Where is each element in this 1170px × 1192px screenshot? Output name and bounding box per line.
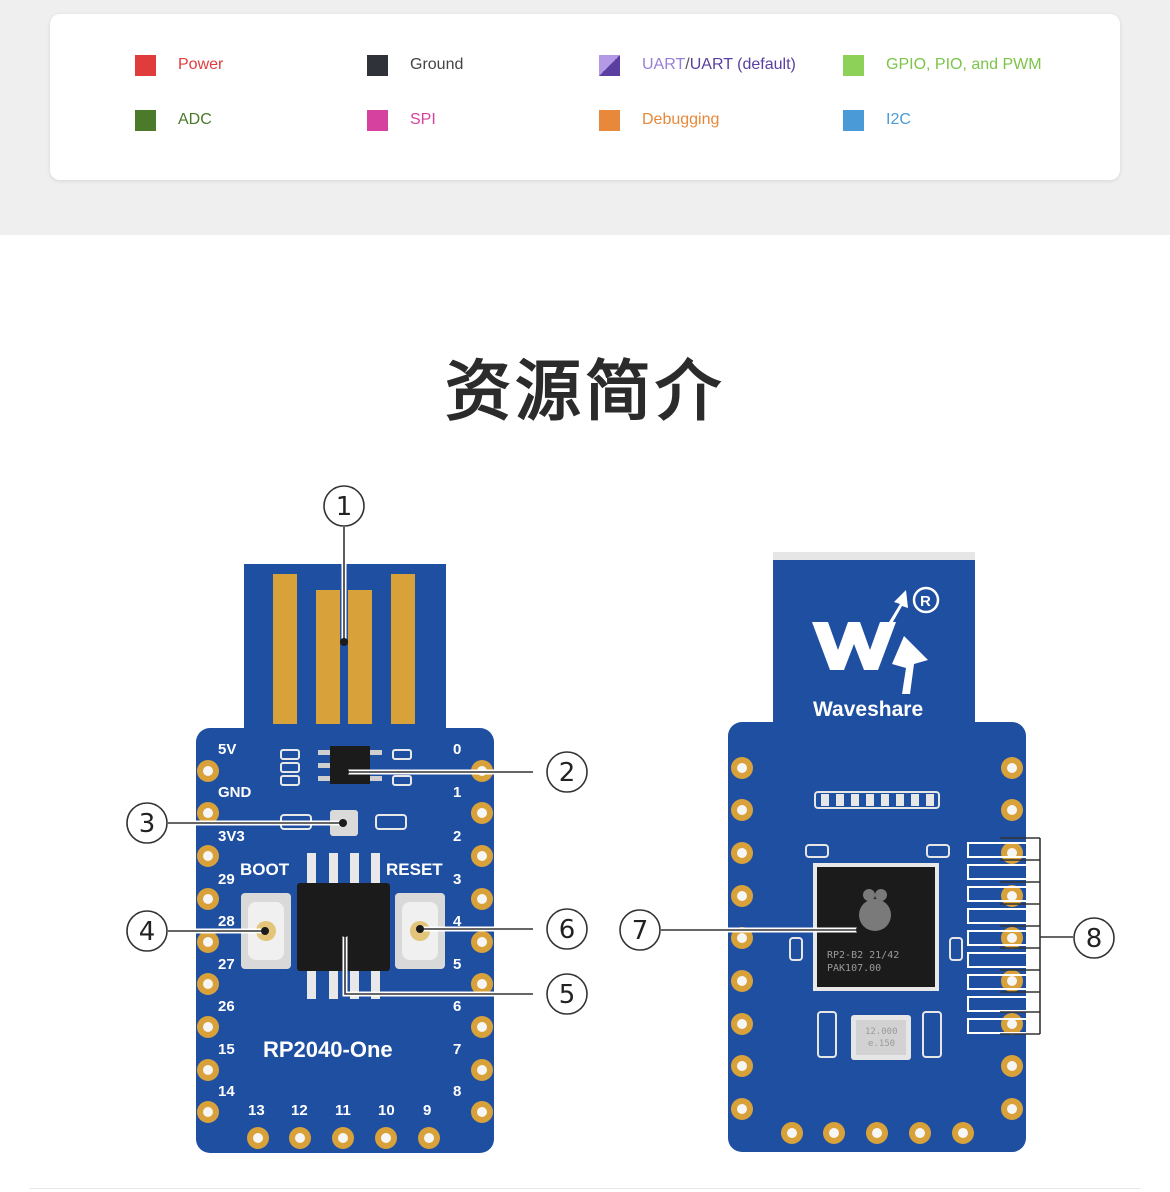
legend-label: Debugging xyxy=(642,111,720,128)
waveshare-logo: R Waveshare xyxy=(812,586,940,721)
pin-label: 10 xyxy=(378,1102,395,1119)
brand-text: Waveshare xyxy=(813,698,923,721)
svg-text:1: 1 xyxy=(336,492,353,522)
callout-1: 1 xyxy=(323,485,365,527)
back-board: R Waveshare RP2-B2 21/42 PAK107.00 xyxy=(728,552,1035,1152)
back-test-pads xyxy=(967,842,1035,1034)
raspberry-pi-icon xyxy=(859,899,891,931)
chip-marking: RP2-B2 21/42 xyxy=(827,950,899,961)
legend-label-uart-default: UART (default) xyxy=(689,56,796,73)
front-right-pads xyxy=(471,760,493,1123)
legend-label: SPI xyxy=(410,111,436,128)
bottom-divider xyxy=(30,1188,1140,1189)
callout-6: 6 xyxy=(546,908,588,950)
callout-4: 4 xyxy=(126,910,168,952)
regulator-chip xyxy=(330,746,370,784)
svg-text:8: 8 xyxy=(1086,924,1103,954)
pin-label: 8 xyxy=(453,1083,461,1100)
legend-label: Ground xyxy=(410,56,464,73)
callout-7: 7 xyxy=(619,909,661,951)
legend-i2c: I2C xyxy=(843,108,911,132)
front-board: 5V GND 3V3 29 28 27 26 15 14 0 1 2 3 4 5… xyxy=(196,564,494,1153)
crystal-marking: e.150 xyxy=(868,1039,895,1049)
pin-label: 5 xyxy=(453,956,461,973)
usb-contact xyxy=(391,574,415,724)
board-name: RP2040-One xyxy=(263,1037,393,1062)
callout-dots xyxy=(261,638,864,937)
pin-label: 29 xyxy=(218,871,235,888)
callout-2: 2 xyxy=(546,751,588,793)
pin-label: 15 xyxy=(218,1041,235,1058)
pin-label: 11 xyxy=(335,1102,351,1119)
boot-label: BOOT xyxy=(240,860,290,879)
legend-spi: SPI xyxy=(367,108,436,132)
usb-contact xyxy=(273,574,297,724)
pin-label: 5V xyxy=(218,741,236,758)
gpio-swatch xyxy=(843,54,864,76)
crystal: 12.000 e.150 xyxy=(851,1015,911,1060)
callout-3: 3 xyxy=(126,802,168,844)
pin-legend: Power Ground UART / UART (default) GPIO,… xyxy=(50,14,1120,180)
pin-label: 4 xyxy=(453,913,462,930)
legend-label: ADC xyxy=(178,111,212,128)
pin-label: 28 xyxy=(218,913,235,930)
legend-label-sep: / xyxy=(685,56,690,73)
svg-text:4: 4 xyxy=(139,917,156,947)
svg-text:2: 2 xyxy=(559,758,576,788)
legend-debugging: Debugging xyxy=(599,108,719,132)
crystal-marking: 12.000 xyxy=(865,1027,898,1037)
pin-label: 12 xyxy=(291,1102,308,1119)
back-passive-row xyxy=(814,791,940,809)
pin-label: 26 xyxy=(218,998,235,1015)
pin-label: 7 xyxy=(453,1041,461,1058)
flash-chip xyxy=(297,883,390,971)
callout-leaders xyxy=(168,527,1073,1034)
svg-text:3: 3 xyxy=(139,809,156,839)
pin-label: 9 xyxy=(423,1102,431,1119)
pin-label: 3 xyxy=(453,871,461,888)
legend-ground: Ground xyxy=(367,53,463,77)
legend-uart: UART / UART (default) xyxy=(599,53,796,77)
chip-marking: PAK107.00 xyxy=(827,963,881,974)
back-right-pads xyxy=(1001,757,1023,1120)
legend-gpio: GPIO, PIO, and PWM xyxy=(843,53,1042,77)
legend-label-uart: UART xyxy=(642,56,686,73)
callout-8: 8 xyxy=(1073,917,1115,959)
adc-swatch xyxy=(135,109,156,131)
pin-label: 14 xyxy=(218,1083,235,1100)
power-swatch xyxy=(135,54,156,76)
legend-label: I2C xyxy=(886,111,911,128)
registered-mark: R xyxy=(920,593,931,610)
usb-contact xyxy=(316,590,340,724)
svg-text:7: 7 xyxy=(632,916,649,946)
pin-label: GND xyxy=(218,784,252,801)
pin-label: 13 xyxy=(248,1102,265,1119)
debugging-swatch xyxy=(599,109,620,131)
front-left-pads xyxy=(197,760,219,1123)
pin-label: 1 xyxy=(453,784,461,801)
i2c-swatch xyxy=(843,109,864,131)
back-left-pads xyxy=(731,757,753,1120)
section-title: 资源简介 xyxy=(445,353,725,430)
pin-label: 2 xyxy=(453,828,461,845)
rp2040-chip: RP2-B2 21/42 PAK107.00 xyxy=(813,863,939,991)
spi-swatch xyxy=(367,109,388,131)
svg-text:6: 6 xyxy=(559,915,576,945)
ground-swatch xyxy=(367,54,388,76)
legend-power: Power xyxy=(135,53,223,77)
legend-label: Power xyxy=(178,56,224,73)
legend-label: GPIO, PIO, and PWM xyxy=(886,56,1042,73)
reset-label: RESET xyxy=(386,860,443,879)
usb-contact xyxy=(348,590,372,724)
callout-5: 5 xyxy=(546,973,588,1015)
pin-label: 3V3 xyxy=(218,828,245,845)
pin-label: 27 xyxy=(218,956,235,973)
pin-label: 6 xyxy=(453,998,461,1015)
uart-swatch xyxy=(599,54,620,76)
legend-adc: ADC xyxy=(135,108,212,132)
pin-label: 0 xyxy=(453,741,461,758)
svg-text:5: 5 xyxy=(559,980,576,1010)
